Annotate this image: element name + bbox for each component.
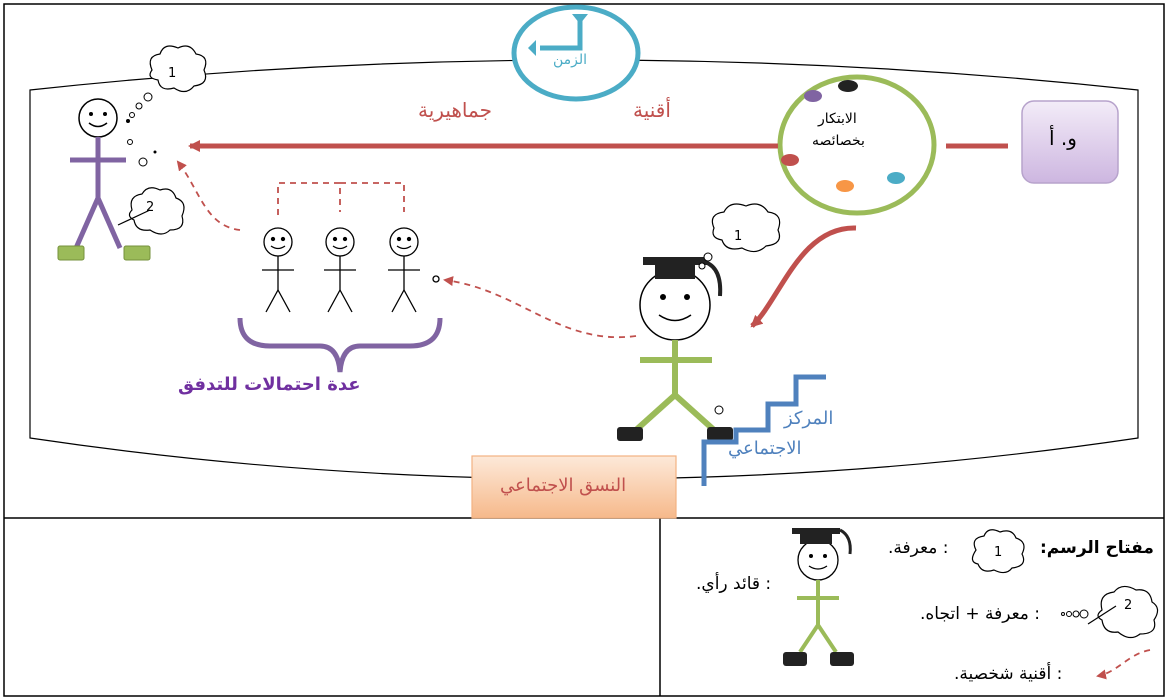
innovation-label-line1: الابتكار bbox=[818, 111, 857, 127]
opinion-leader-figure bbox=[617, 257, 733, 441]
legend-personal-channels: : أقنية شخصية. bbox=[954, 664, 1063, 684]
outer-frame bbox=[3, 3, 1165, 697]
source-label: و. أ bbox=[1049, 126, 1077, 150]
legend-knowledge: : معرفة. bbox=[888, 538, 949, 558]
legend-cloud-icon bbox=[971, 529, 1025, 574]
graduation-cap-icon bbox=[643, 257, 707, 265]
receiver-figure bbox=[57, 98, 151, 261]
legend-dashed-arrow-icon bbox=[1096, 649, 1151, 680]
legend-opinion-leader: : قائد رأي. bbox=[696, 574, 772, 594]
attribute-dot-red bbox=[781, 154, 799, 166]
receiver-cloud-2-number: 2 bbox=[146, 200, 155, 215]
social-status-line2: الاجتماعي bbox=[728, 438, 802, 459]
legend-knowledge-attitude: : معرفة + اتجاه. bbox=[920, 604, 1041, 624]
group-person-2 bbox=[324, 227, 356, 313]
innovation-circle bbox=[777, 74, 937, 216]
social-status-steps bbox=[701, 374, 826, 486]
attribute-dot-black bbox=[838, 80, 858, 92]
legend-cloud2-icon bbox=[1061, 585, 1159, 639]
innovation-to-leader-arrow bbox=[750, 225, 857, 328]
legend-title: مفتاح الرسم: bbox=[1040, 538, 1154, 558]
source-box bbox=[1021, 100, 1119, 184]
leader-cloud-number: 1 bbox=[734, 229, 743, 244]
mass-label: جماهيرية bbox=[418, 98, 492, 122]
attribute-dot-cyan bbox=[887, 172, 905, 184]
personal-channel-arrow-leader bbox=[443, 276, 637, 339]
time-circle bbox=[511, 4, 641, 102]
leader-cloud-1 bbox=[698, 203, 781, 270]
time-label: الزمن bbox=[553, 52, 588, 68]
group-person-3 bbox=[388, 227, 420, 313]
social-system-label: النسق الاجتماعي bbox=[500, 475, 627, 496]
social-status-line1: المركز bbox=[784, 408, 834, 429]
social-system-box bbox=[471, 455, 677, 519]
receiver-cloud-1 bbox=[126, 45, 207, 123]
flow-brace bbox=[237, 317, 443, 373]
attribute-dot-purple bbox=[804, 90, 822, 102]
flow-possibilities-label: عدة احتمالات للتدفق bbox=[178, 374, 361, 395]
receiver-cloud-2 bbox=[117, 187, 185, 235]
attribute-dot-orange bbox=[836, 180, 854, 192]
group-figures bbox=[262, 227, 440, 313]
social-system-container bbox=[29, 59, 1139, 480]
channels-label: أقنية bbox=[633, 98, 671, 122]
group-person-1 bbox=[262, 227, 294, 313]
personal-channel-arrow-group bbox=[176, 160, 241, 231]
legend-cloud2-number: 2 bbox=[1124, 598, 1133, 613]
legend-cloud-number: 1 bbox=[994, 545, 1003, 560]
group-connectors bbox=[277, 182, 405, 215]
innovation-label-line2: بخصائصه bbox=[812, 133, 865, 149]
legend-leader-icon bbox=[783, 528, 854, 666]
time-axes-icon bbox=[540, 20, 583, 51]
receiver-cloud-1-number: 1 bbox=[168, 66, 177, 81]
